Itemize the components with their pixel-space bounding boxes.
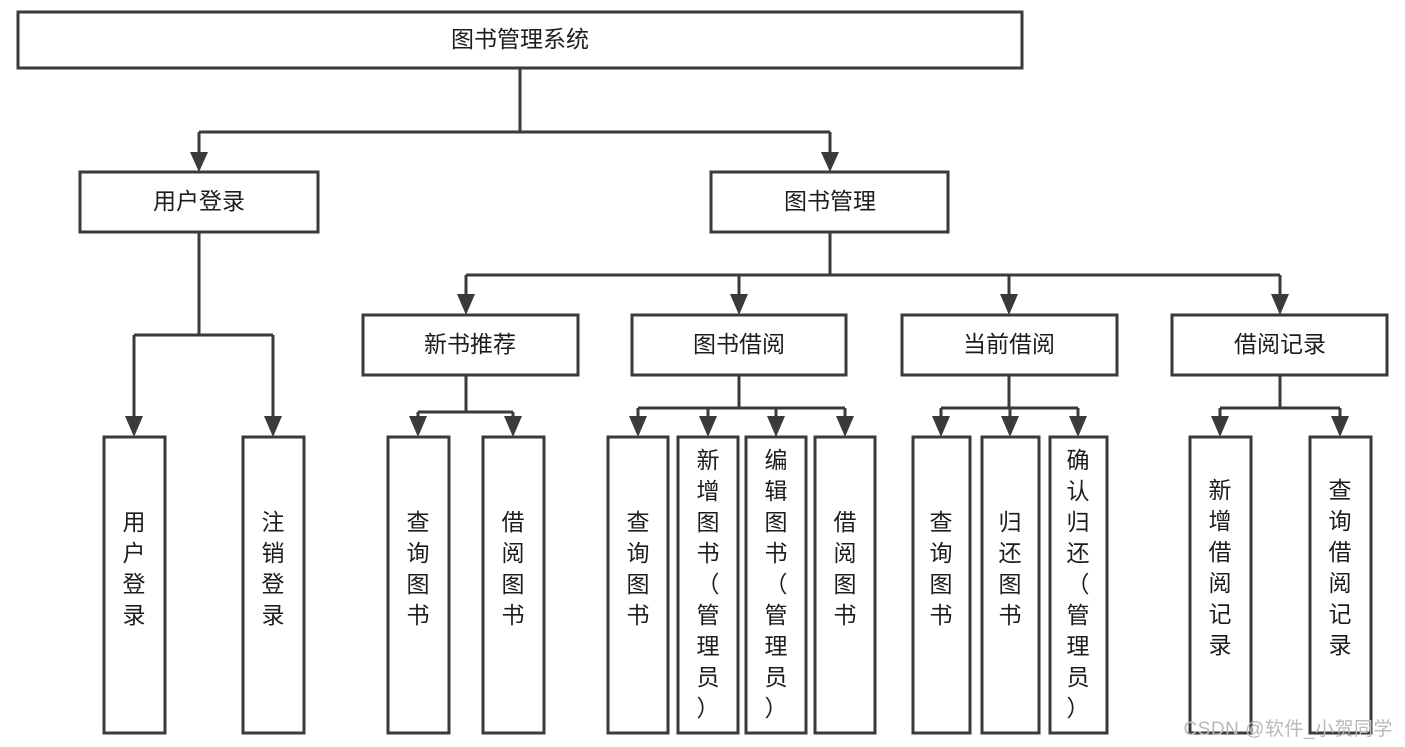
leaf-borrow-book-label: 借阅图书: [834, 509, 857, 628]
leaf-logout-label: 注销登录: [262, 509, 285, 628]
leaf-add-borrow-record[interactable]: 新增借阅记录: [1188, 435, 1253, 735]
leaf-logout[interactable]: 注销登录: [241, 435, 306, 735]
arrow-to-new-book: [457, 294, 475, 315]
arrow-user-login-leaf-1: [125, 416, 143, 437]
arrow-borrow-book-leaf-1: [629, 416, 647, 437]
node-book-management-label: 图书管理: [784, 188, 876, 214]
leaf-user-login-label: 用户登录: [123, 509, 146, 628]
leaf-add-book-admin-box[interactable]: [676, 435, 740, 735]
leaf-add-book-admin-label: 新增图书（管理员）: [697, 447, 720, 721]
leaf-confirm-return-admin[interactable]: 确认归还（管理员）: [1048, 435, 1109, 735]
leaf-edit-book-admin-label: 编辑图书（管理员）: [765, 447, 788, 721]
arrow-root-to-book-mgmt: [821, 152, 839, 172]
arrow-to-current-borrow: [1000, 294, 1018, 315]
leaf-add-book-admin[interactable]: 新增图书（管理员）: [676, 435, 740, 735]
node-current-borrow-box[interactable]: [900, 313, 1119, 377]
leaf-query-borrow-record[interactable]: 查询借阅记录: [1308, 435, 1373, 735]
node-book-management-box[interactable]: [709, 170, 950, 234]
leaf-borrow-book-recommend-label: 借阅图书: [502, 509, 525, 628]
node-user-login[interactable]: 用户登录: [78, 170, 320, 234]
leaf-add-borrow-record-label: 新增借阅记录: [1209, 477, 1232, 658]
node-book-borrow-label: 图书借阅: [693, 331, 785, 357]
arrow-new-book-leaf-2: [504, 416, 522, 437]
node-current-borrow-label: 当前借阅: [963, 331, 1055, 357]
leaf-query-borrow-record-label: 查询借阅记录: [1329, 477, 1352, 658]
node-root[interactable]: 图书管理系统: [16, 10, 1024, 70]
leaf-query-borrow-record-box[interactable]: [1308, 435, 1373, 735]
leaf-confirm-return-admin-box[interactable]: [1048, 435, 1109, 735]
leaf-add-borrow-record-box[interactable]: [1188, 435, 1253, 735]
node-user-login-label: 用户登录: [153, 188, 245, 214]
node-user-login-box[interactable]: [78, 170, 320, 234]
leaf-borrow-book[interactable]: 借阅图书: [813, 435, 877, 735]
arrow-current-borrow-leaf-1: [932, 416, 950, 437]
leaf-edit-book-admin[interactable]: 编辑图书（管理员）: [744, 435, 808, 735]
node-current-borrow[interactable]: 当前借阅: [900, 313, 1119, 377]
leaf-query-book-current-box[interactable]: [911, 435, 972, 735]
node-root-box[interactable]: [16, 10, 1024, 70]
node-borrow-record-box[interactable]: [1170, 313, 1389, 377]
node-new-book-recommend-box[interactable]: [361, 313, 580, 377]
arrow-current-borrow-leaf-3: [1069, 416, 1087, 437]
node-root-label: 图书管理系统: [451, 26, 589, 52]
node-new-book-recommend[interactable]: 新书推荐: [361, 313, 580, 377]
arrow-borrow-book-leaf-3: [767, 416, 785, 437]
node-book-borrow-box[interactable]: [630, 313, 848, 377]
leaf-query-book-current-label: 查询图书: [930, 509, 953, 628]
arrow-borrow-record-leaf-1: [1211, 416, 1229, 437]
leaf-confirm-return-admin-label: 确认归还（管理员）: [1067, 447, 1090, 721]
connector-layer: [125, 68, 1349, 437]
leaf-return-book[interactable]: 归还图书: [980, 435, 1041, 735]
leaf-query-book-recommend-box[interactable]: [386, 435, 451, 735]
node-borrow-record-label: 借阅记录: [1234, 331, 1326, 357]
leaf-edit-book-admin-box[interactable]: [744, 435, 808, 735]
arrow-current-borrow-leaf-2: [1001, 416, 1019, 437]
leaf-user-login[interactable]: 用户登录: [102, 435, 167, 735]
leaf-borrow-book-recommend[interactable]: 借阅图书: [481, 435, 546, 735]
node-borrow-record[interactable]: 借阅记录: [1170, 313, 1389, 377]
leaf-logout-box[interactable]: [241, 435, 306, 735]
node-new-book-recommend-label: 新书推荐: [424, 331, 516, 357]
arrow-borrow-book-leaf-4: [836, 416, 854, 437]
leaf-return-book-label: 归还图书: [999, 509, 1022, 628]
leaf-query-book-recommend[interactable]: 查询图书: [386, 435, 451, 735]
arrow-to-borrow-record: [1271, 294, 1289, 315]
leaf-user-login-box[interactable]: [102, 435, 167, 735]
leaf-query-book-box[interactable]: [606, 435, 670, 735]
arrow-user-login-leaf-2: [264, 416, 282, 437]
leaf-query-book-label: 查询图书: [627, 509, 650, 628]
leaf-borrow-book-box[interactable]: [813, 435, 877, 735]
leaf-borrow-book-recommend-box[interactable]: [481, 435, 546, 735]
node-book-management[interactable]: 图书管理: [709, 170, 950, 234]
node-book-borrow[interactable]: 图书借阅: [630, 313, 848, 377]
arrow-to-borrow-book: [730, 294, 748, 315]
leaf-query-book-current[interactable]: 查询图书: [911, 435, 972, 735]
leaf-return-book-box[interactable]: [980, 435, 1041, 735]
leaf-query-book-recommend-label: 查询图书: [407, 509, 430, 628]
leaf-query-book[interactable]: 查询图书: [606, 435, 670, 735]
arrow-borrow-record-leaf-2: [1331, 416, 1349, 437]
arrow-root-to-user-login: [190, 152, 208, 172]
arrow-borrow-book-leaf-2: [699, 416, 717, 437]
arrow-new-book-leaf-1: [409, 416, 427, 437]
